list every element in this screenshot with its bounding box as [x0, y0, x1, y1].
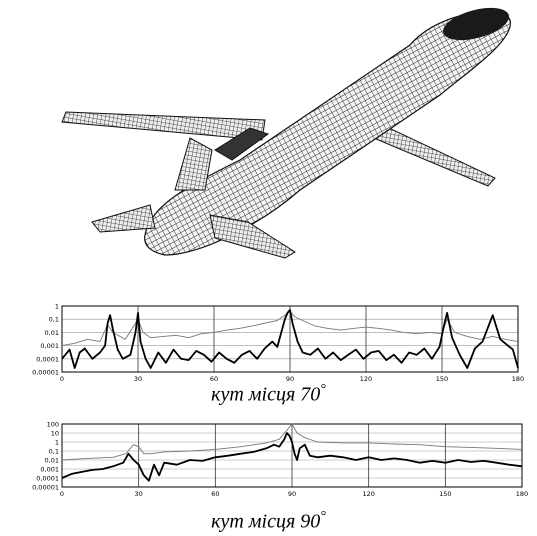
x-tick-label: 60	[210, 375, 218, 382]
x-tick-label: 90	[288, 490, 296, 497]
chart-caption-90: кут місця 90°	[0, 509, 537, 534]
x-tick-label: 180	[516, 490, 528, 497]
plot-frame	[61, 305, 519, 373]
y-tick-label: 0,00001	[32, 484, 59, 492]
x-tick-label: 120	[362, 490, 374, 497]
x-tick-label: 30	[135, 490, 143, 497]
y-tick-label: 0,1	[49, 448, 59, 456]
chart-caption-70: кут місця 70°	[0, 382, 537, 407]
aircraft-wireframe-image	[61, 7, 511, 259]
x-tick-label: 0	[60, 375, 64, 382]
y-tick-label: 0,0001	[36, 475, 59, 483]
left-wing	[61, 111, 266, 141]
x-tick-label: 120	[360, 375, 372, 382]
y-tick-label: 0,001	[40, 466, 59, 474]
x-tick-label: 30	[134, 375, 142, 382]
x-tick-label: 180	[512, 375, 524, 382]
y-tick-label: 10	[51, 430, 59, 438]
caption-text: кут місця 90	[211, 510, 321, 533]
right-horizontal-stabilizer	[209, 214, 296, 259]
series-line-thin	[61, 423, 523, 461]
y-tick-label: 0,0001	[36, 355, 59, 363]
series-line-thick	[61, 309, 519, 369]
y-tick-label: 0,1	[49, 316, 59, 324]
x-tick-label: 90	[286, 375, 294, 382]
x-tick-label: 150	[439, 490, 451, 497]
series-line-thick	[61, 432, 523, 482]
degree-symbol: °	[320, 382, 326, 397]
x-tick-label: 60	[211, 490, 219, 497]
y-tick-label: 1	[55, 303, 59, 311]
degree-symbol: °	[320, 509, 326, 524]
fuselage	[144, 11, 511, 256]
y-tick-label: 0,01	[45, 329, 59, 337]
x-tick-label: 0	[60, 490, 64, 497]
fuselage-nose	[442, 7, 510, 41]
y-tick-label: 100	[47, 421, 59, 429]
left-horizontal-stabilizer	[91, 204, 156, 233]
canopy	[214, 127, 270, 161]
caption-text: кут місця 70	[211, 383, 321, 406]
y-tick-label: 0,001	[40, 342, 59, 350]
y-tick-label: 1	[55, 439, 59, 447]
y-tick-label: 0,01	[45, 457, 59, 465]
vertical-stabilizer	[174, 137, 213, 191]
x-tick-label: 150	[436, 375, 448, 382]
y-tick-label: 0,00001	[32, 369, 59, 377]
